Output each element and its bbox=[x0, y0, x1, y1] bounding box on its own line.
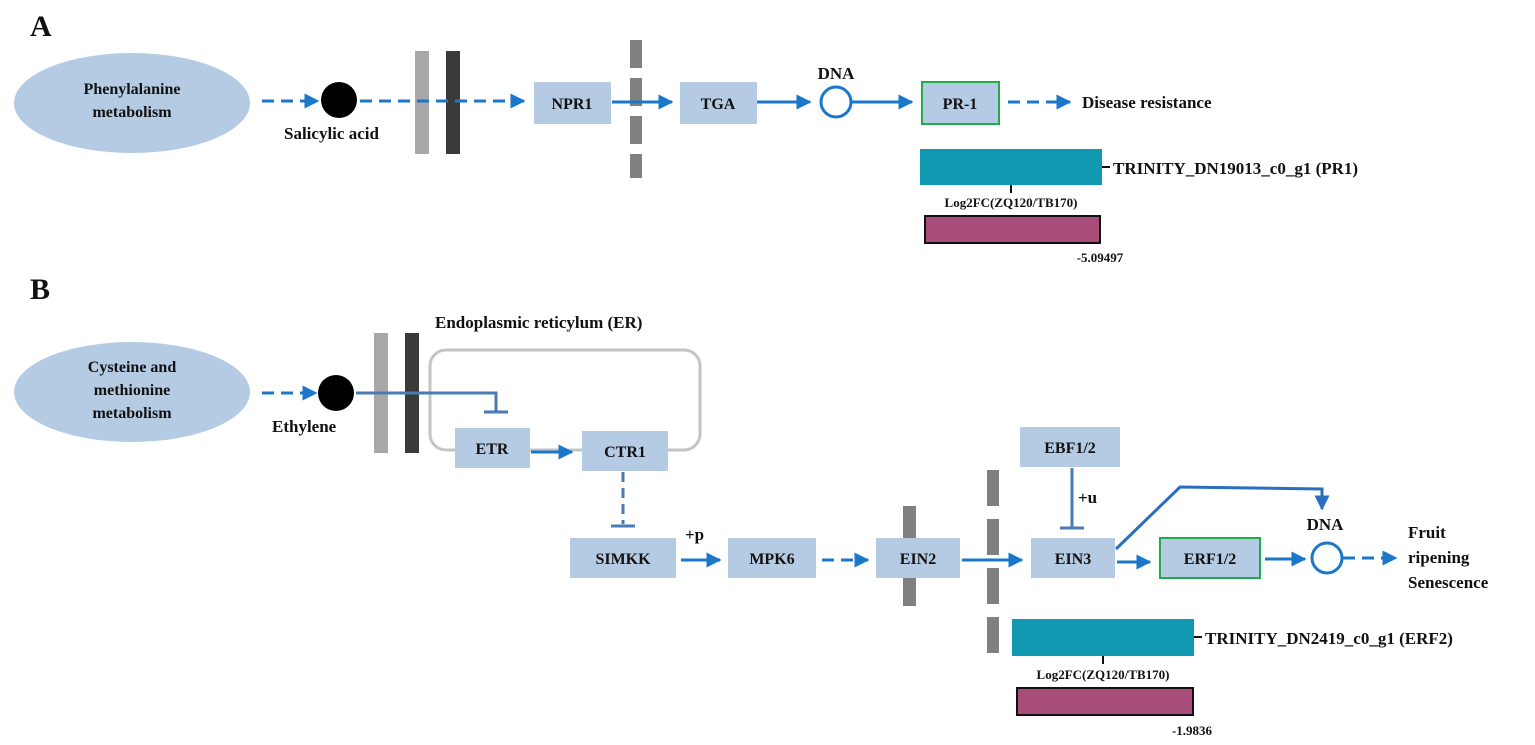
cysteine-metabolism-node: Cysteine and methionine metabolism bbox=[14, 342, 250, 442]
erf12-node: ERF1/2 bbox=[1159, 537, 1261, 579]
outcome-line-2: ripening bbox=[1408, 548, 1470, 567]
outcome-line-1: Fruit bbox=[1408, 523, 1446, 542]
er-label: Endoplasmic reticylum (ER) bbox=[435, 313, 642, 332]
dna-a-icon bbox=[819, 85, 853, 119]
mpk6-label: MPK6 bbox=[749, 551, 794, 568]
ethylene-label: Ethylene bbox=[272, 417, 337, 436]
etr-label: ETR bbox=[476, 441, 509, 458]
phenylalanine-metabolism-node: Phenylalanine metabolism bbox=[14, 53, 250, 153]
ein2-node: EIN2 bbox=[876, 538, 960, 578]
pathway-b-line-2: methionine bbox=[94, 382, 170, 399]
npr1-label: NPR1 bbox=[552, 96, 593, 113]
plus-p-label: +p bbox=[685, 525, 704, 544]
expression-bar-erf2 bbox=[1012, 619, 1194, 656]
etr-node: ETR bbox=[455, 428, 530, 468]
membrane-bar-dark bbox=[446, 51, 460, 154]
disease-resistance-label: Disease resistance bbox=[1082, 93, 1212, 112]
scale-label-a: Log2FC(ZQ120/TB170) bbox=[945, 195, 1078, 210]
pathway-b-line-1: Cysteine and bbox=[88, 359, 177, 376]
pathway-line-1: Phenylalanine bbox=[84, 81, 181, 98]
mpk6-node: MPK6 bbox=[728, 538, 816, 578]
scale-bar-a bbox=[924, 215, 1101, 244]
arrow-ein3-to-dna bbox=[1114, 485, 1330, 551]
dna-b-icon bbox=[1310, 541, 1344, 575]
tga-node: TGA bbox=[680, 82, 757, 124]
panel-a-label: A bbox=[30, 10, 52, 43]
value-b: -1.9836 bbox=[1172, 723, 1213, 738]
value-a: -5.09497 bbox=[1077, 250, 1124, 265]
ebf12-label: EBF1/2 bbox=[1044, 440, 1096, 457]
gene-erf2-label: TRINITY_DN2419_c0_g1 (ERF2) bbox=[1205, 629, 1453, 648]
gene-pr1-label: TRINITY_DN19013_c0_g1 (PR1) bbox=[1113, 159, 1358, 178]
ctr1-node: CTR1 bbox=[582, 431, 668, 471]
erf12-label: ERF1/2 bbox=[1184, 551, 1236, 568]
ctr1-label: CTR1 bbox=[604, 444, 646, 461]
salicylic-acid-label: Salicylic acid bbox=[284, 124, 379, 143]
pr1-label: PR-1 bbox=[943, 96, 978, 113]
outcome-line-3: Senescence bbox=[1408, 573, 1489, 592]
salicylic-acid-compound-icon bbox=[321, 82, 357, 118]
scale-label-b: Log2FC(ZQ120/TB170) bbox=[1037, 667, 1170, 682]
ein3-label: EIN3 bbox=[1055, 551, 1091, 568]
pathway-line-2: metabolism bbox=[92, 104, 172, 121]
npr1-node: NPR1 bbox=[534, 82, 611, 124]
simkk-label: SIMKK bbox=[595, 551, 651, 568]
ethylene-compound-icon bbox=[318, 375, 354, 411]
scale-bar-b bbox=[1016, 687, 1194, 716]
simkk-node: SIMKK bbox=[570, 538, 676, 578]
plus-u-label: +u bbox=[1078, 488, 1097, 507]
ein2-label: EIN2 bbox=[900, 551, 936, 568]
expression-bar-pr1 bbox=[920, 149, 1102, 185]
dna-a-label: DNA bbox=[818, 64, 856, 83]
pr1-node: PR-1 bbox=[921, 81, 1000, 125]
inhibit-ethylene-etr bbox=[356, 391, 498, 412]
panel-b-label: B bbox=[30, 273, 50, 306]
tga-label: TGA bbox=[701, 96, 736, 113]
dna-b-label: DNA bbox=[1307, 515, 1345, 534]
ebf12-node: EBF1/2 bbox=[1020, 427, 1120, 467]
pathway-b-line-3: metabolism bbox=[92, 405, 172, 422]
ein3-node: EIN3 bbox=[1031, 538, 1115, 578]
